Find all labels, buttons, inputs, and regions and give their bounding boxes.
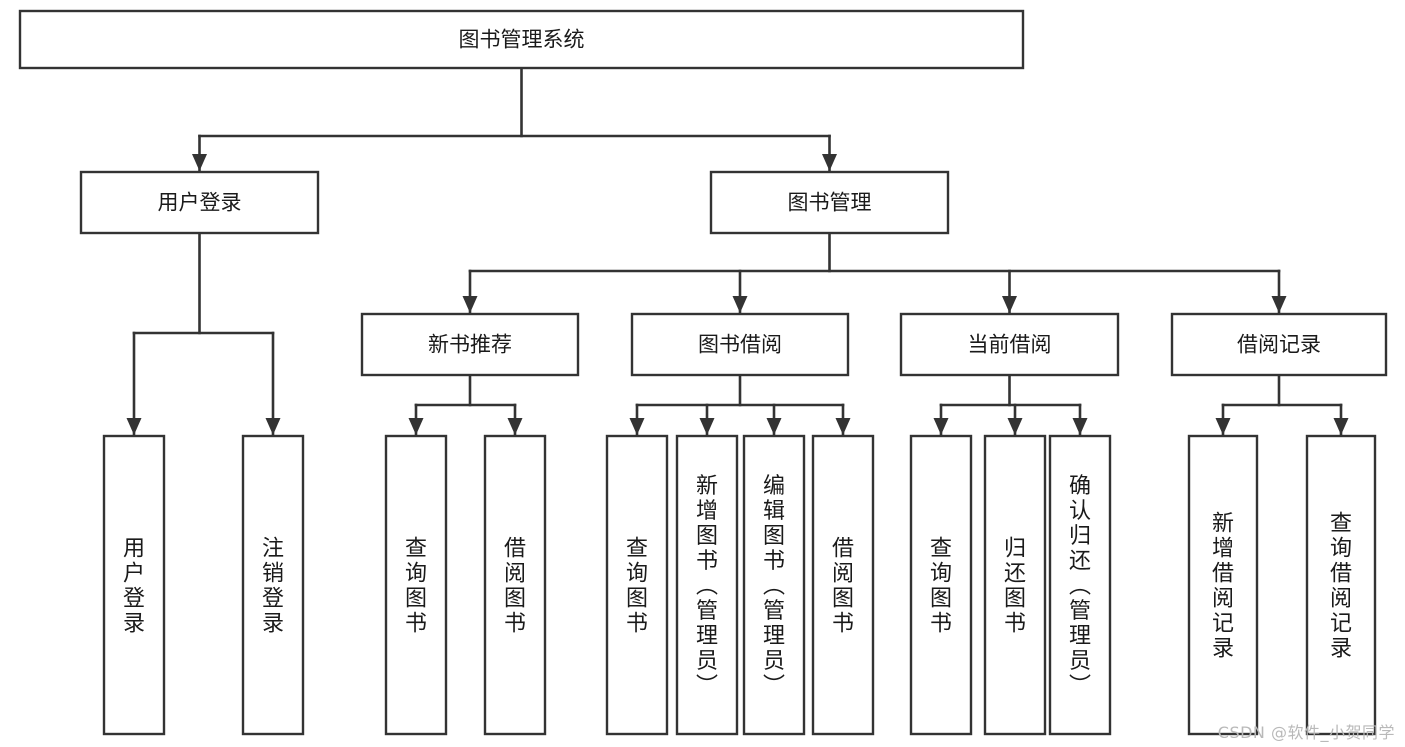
arrow-head-icon [835,418,851,435]
node-label: 用户登录 [123,537,145,637]
node-box[interactable] [983,434,1047,736]
node-label: 用户登录 [158,191,242,215]
node-user-login[interactable]: 用户登录 [79,170,320,235]
arrow-head-icon [732,296,748,313]
node-leaf-add-record[interactable]: 新增借阅记录 [1187,434,1259,736]
arrow-head-icon [1007,418,1023,435]
node-label: 归还图书 [1004,537,1026,637]
node-box[interactable] [742,434,806,736]
node-label: 图书管理系统 [459,28,585,52]
node-current-borrow[interactable]: 当前借阅 [899,312,1120,377]
node-box[interactable] [384,434,448,736]
node-box[interactable] [1170,312,1388,377]
node-label: 借阅图书 [832,537,854,637]
node-box[interactable] [630,312,850,377]
node-box[interactable] [1048,434,1112,736]
arrow-head-icon [192,154,207,171]
node-label: 查询图书 [405,537,427,637]
arrow-head-icon [1271,296,1287,313]
node-label: 当前借阅 [968,333,1052,357]
node-label: 确认归还︵管理员︶ [1069,474,1091,699]
node-label: 借阅图书 [504,537,526,637]
arrow-head-icon [265,418,281,435]
node-box[interactable] [605,434,669,736]
node-leaf-confirm-return[interactable]: 确认归还︵管理员︶ [1048,434,1112,736]
arrow-head-icon [766,418,782,435]
node-label: 图书管理 [788,191,872,215]
arrow-head-icon [1072,418,1088,435]
arrow-head-icon [629,418,645,435]
node-box[interactable] [102,434,166,736]
arrow-head-icon [822,154,837,171]
edge-layer [126,66,1349,436]
node-box[interactable] [360,312,580,377]
node-borrow-record[interactable]: 借阅记录 [1170,312,1388,377]
node-leaf-user-login[interactable]: 用户登录 [102,434,166,736]
arrow-head-icon [462,296,478,313]
node-box[interactable] [241,434,305,736]
arrow-head-icon [1002,296,1017,313]
node-box[interactable] [909,434,973,736]
node-label: 图书借阅 [698,333,782,357]
node-label: 编辑图书︵管理员︶ [763,474,785,699]
node-leaf-query-book-2[interactable]: 查询图书 [605,434,669,736]
arrow-head-icon [507,418,523,435]
node-box[interactable] [811,434,875,736]
arrow-head-icon [408,418,424,435]
node-leaf-query-record[interactable]: 查询借阅记录 [1305,434,1377,736]
node-new-book-rec[interactable]: 新书推荐 [360,312,580,377]
node-box[interactable] [18,9,1025,70]
node-leaf-return-book[interactable]: 归还图书 [983,434,1047,736]
node-leaf-query-book-1[interactable]: 查询图书 [384,434,448,736]
node-box[interactable] [1187,434,1259,736]
node-label: 查询图书 [626,537,648,637]
node-label: 新增图书︵管理员︶ [696,474,718,699]
node-book-manage[interactable]: 图书管理 [709,170,950,235]
arrow-head-icon [933,418,949,435]
node-leaf-query-book-3[interactable]: 查询图书 [909,434,973,736]
node-label: 新增借阅记录 [1212,512,1234,662]
node-leaf-edit-book[interactable]: 编辑图书︵管理员︶ [742,434,806,736]
arrow-head-icon [699,418,715,435]
node-leaf-borrow-book-1[interactable]: 借阅图书 [483,434,547,736]
node-root[interactable]: 图书管理系统 [18,9,1025,70]
arrow-head-icon [1333,418,1349,435]
node-label: 查询借阅记录 [1330,512,1352,662]
node-label: 借阅记录 [1237,333,1321,357]
node-label: 查询图书 [930,537,952,637]
node-leaf-borrow-book-2[interactable]: 借阅图书 [811,434,875,736]
arrow-head-icon [126,418,142,435]
node-box[interactable] [1305,434,1377,736]
node-box[interactable] [79,170,320,235]
node-box[interactable] [899,312,1120,377]
node-leaf-logout[interactable]: 注销登录 [241,434,305,736]
node-book-borrow[interactable]: 图书借阅 [630,312,850,377]
node-box[interactable] [483,434,547,736]
node-layer: 图书管理系统用户登录图书管理新书推荐图书借阅当前借阅借阅记录用户登录注销登录查询… [18,9,1388,736]
arrow-head-icon [1215,418,1231,435]
node-label: 新书推荐 [428,333,512,357]
node-box[interactable] [709,170,950,235]
node-leaf-add-book[interactable]: 新增图书︵管理员︶ [675,434,739,736]
node-label: 注销登录 [262,537,284,637]
node-box[interactable] [675,434,739,736]
